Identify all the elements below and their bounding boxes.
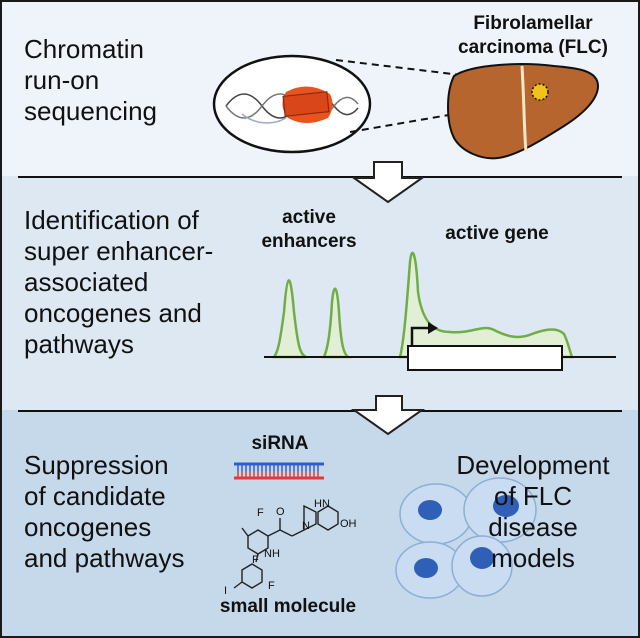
atom-label: N (302, 520, 310, 532)
panel3-right-description: Development of FLC disease models (456, 450, 610, 573)
atom-label: OH (340, 518, 357, 530)
cell-models (395, 477, 537, 599)
active-enhancers-label: active enhancers (261, 207, 357, 252)
divider-bottom (18, 410, 622, 412)
nucleus-dna-illustration (212, 54, 372, 154)
atom-label: NH (264, 548, 280, 560)
atom-label: I (224, 585, 228, 597)
atom-label: F (268, 580, 275, 592)
small-molecule-structure (233, 504, 339, 589)
atom-label: F (252, 554, 259, 566)
atom-label: HN (314, 498, 330, 510)
down-arrow-1 (350, 161, 426, 204)
panel1-description: Chromatin run-on sequencing (24, 34, 157, 126)
tss-arrow (410, 326, 430, 346)
down-arrow-2 (350, 395, 426, 436)
chip-peaks-track (264, 251, 616, 371)
atom-label: O (276, 506, 285, 518)
gene-body-box (407, 345, 563, 371)
small-molecule-label: small molecule (219, 596, 357, 617)
divider-top (18, 176, 622, 178)
atom-label: F (257, 507, 264, 519)
active-gene-label: active gene (445, 223, 549, 244)
panel3-left-description: Suppression of candidate oncogenes and p… (24, 450, 185, 573)
liver-illustration (447, 63, 600, 160)
fibrolamellar-carcinoma-label: Fibrolamellar carcinoma (FLC) (458, 13, 608, 58)
sirna-duplex (234, 462, 324, 480)
panel2-description: Identification of super enhancer- associ… (24, 205, 214, 359)
sirna-label: siRNA (251, 433, 309, 454)
